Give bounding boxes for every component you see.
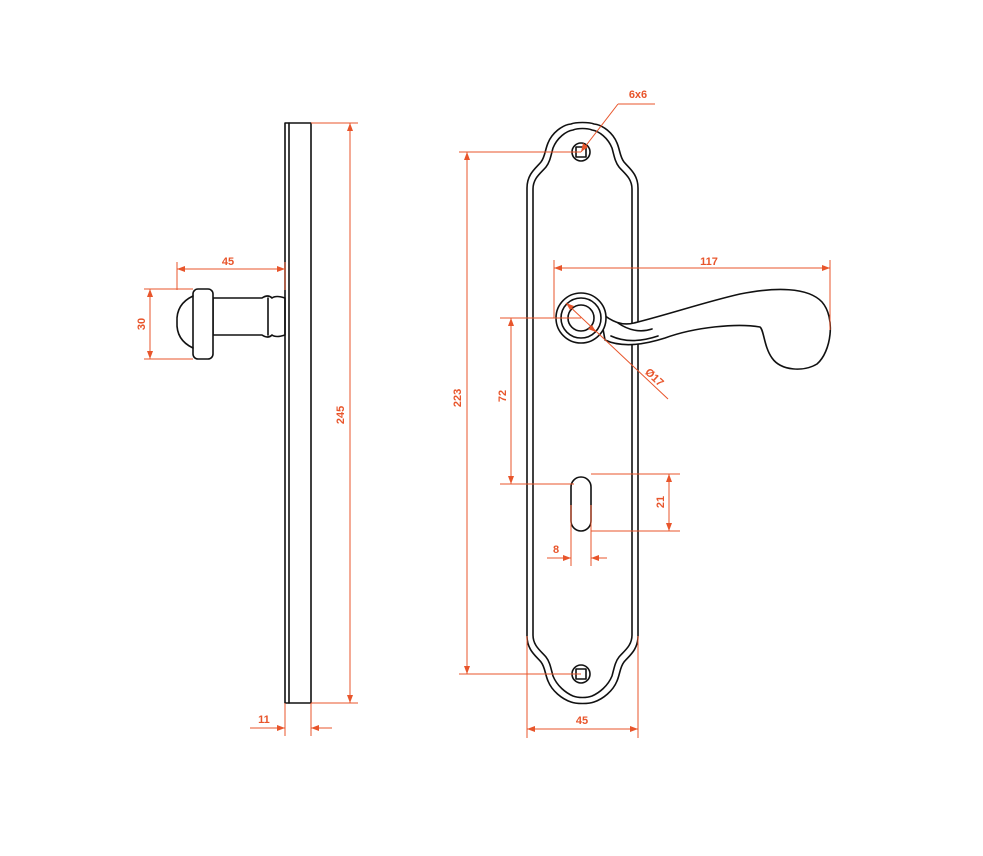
dim-screw-hole: 6x6 [580,89,655,153]
dim-label: 45 [222,256,234,268]
dim-keyhole-width: 8 [547,505,607,566]
side-lever-shank [212,295,286,338]
front-plate-outline [526,121,639,705]
dim-front-plate-width: 45 [526,636,639,738]
dim-side-lever-length: 45 [176,256,286,290]
dim-screw-spacing: 223 [452,151,581,675]
front-lever-handle [599,288,832,370]
dim-label: 223 [452,389,464,407]
dim-label: 11 [258,714,270,726]
dim-label: 8 [553,544,559,556]
keyhole [570,476,592,532]
dim-keyhole-height: 21 [591,473,680,532]
dim-label: Ø17 [642,366,665,389]
front-view: 6x6 223 72 117 [452,89,832,738]
side-knob-cap [176,295,194,349]
dim-label: 245 [335,406,347,424]
side-plate [284,122,312,704]
dim-label: 72 [497,390,509,402]
dim-label: 45 [576,715,588,727]
dim-label: 21 [655,496,667,508]
dim-label: 117 [700,256,718,268]
dim-side-lever-height: 30 [136,288,193,360]
side-view: 45 30 245 11 [136,122,358,736]
dim-side-plate-height: 245 [311,122,358,704]
dim-label: 6x6 [629,89,647,101]
dim-front-lever-length: 117 [553,256,831,330]
side-rosette [192,288,214,360]
dim-spindle-to-keyhole: 72 [497,317,581,485]
front-plate-bevel [532,127,633,699]
dim-label: 30 [136,318,148,330]
dim-side-plate-thickness: 11 [250,703,332,736]
